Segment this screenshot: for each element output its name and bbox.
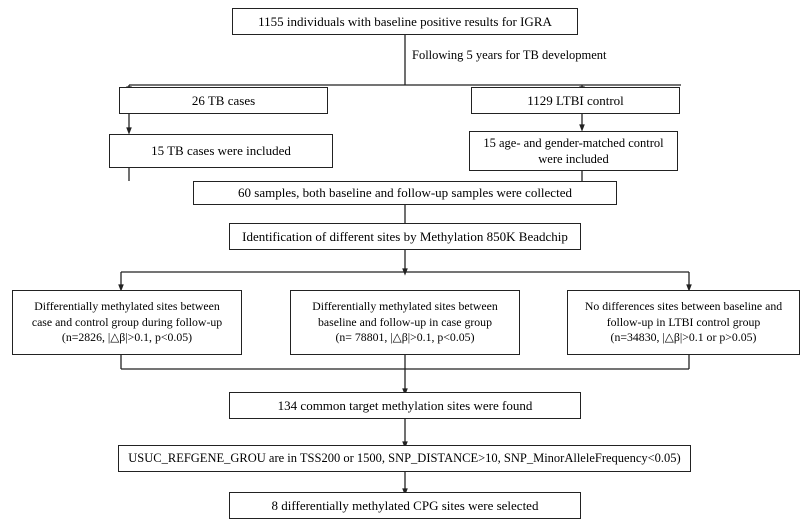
- node-ltbi-control: 1129 LTBI control: [471, 87, 680, 114]
- node-filter-criteria-label: USUC_REFGENE_GROU are in TSS200 or 1500,…: [128, 451, 681, 466]
- node-final-sites: 8 differentially methylated CPG sites we…: [229, 492, 581, 519]
- node-common-targets: 134 common target methylation sites were…: [229, 392, 581, 419]
- node-cohort: 1155 individuals with baseline positive …: [232, 8, 578, 35]
- node-identification: Identification of different sites by Met…: [229, 223, 581, 250]
- node-dms-case-control: Differentially methylated sites between …: [12, 290, 242, 355]
- node-no-diff-ltbi-label: No differences sites between baseline an…: [584, 299, 783, 345]
- edge-label-followup: Following 5 years for TB development: [412, 48, 607, 62]
- node-dms-case-control-label: Differentially methylated sites between …: [31, 299, 223, 345]
- node-filter-criteria: USUC_REFGENE_GROU are in TSS200 or 1500,…: [118, 445, 691, 472]
- node-ltbi-control-label: 1129 LTBI control: [527, 92, 624, 108]
- node-cohort-label: 1155 individuals with baseline positive …: [258, 13, 552, 29]
- node-dms-baseline-followup: Differentially methylated sites between …: [290, 290, 520, 355]
- node-samples: 60 samples, both baseline and follow-up …: [193, 181, 617, 205]
- node-tb-cases: 26 TB cases: [119, 87, 328, 114]
- node-final-sites-label: 8 differentially methylated CPG sites we…: [271, 497, 539, 513]
- node-dms-baseline-followup-label: Differentially methylated sites between …: [312, 299, 498, 345]
- node-samples-label: 60 samples, both baseline and follow-up …: [238, 185, 572, 201]
- node-tb-cases-label: 26 TB cases: [191, 92, 256, 108]
- node-identification-label: Identification of different sites by Met…: [242, 228, 568, 244]
- node-matched-control-label: 15 age- and gender-matched control were …: [483, 135, 664, 167]
- node-no-diff-ltbi: No differences sites between baseline an…: [567, 290, 800, 355]
- node-matched-control: 15 age- and gender-matched control were …: [469, 131, 678, 171]
- node-tb-included-label: 15 TB cases were included: [151, 143, 291, 159]
- node-common-targets-label: 134 common target methylation sites were…: [277, 397, 533, 413]
- node-tb-included: 15 TB cases were included: [109, 134, 333, 168]
